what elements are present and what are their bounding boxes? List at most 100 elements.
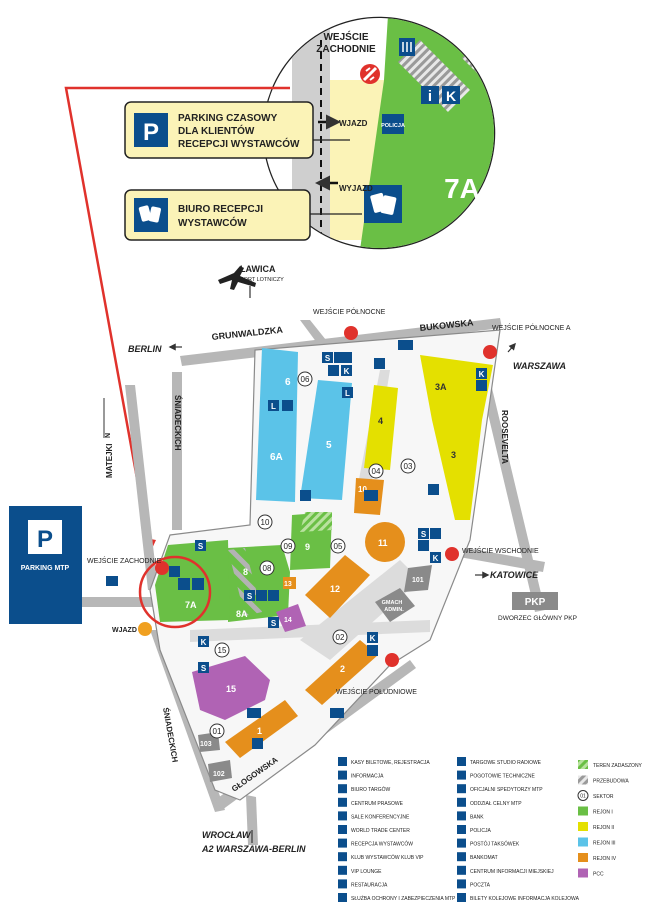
legend-icon [457, 770, 466, 780]
svg-text:13: 13 [284, 581, 292, 588]
legend-swatch-text: REJON II [593, 825, 614, 831]
sniadeckich-south-label: ŚNIADECKICH [161, 707, 180, 763]
legend-item-text: RESTAURACJA [351, 882, 388, 888]
sectors: 06 04 03 10 09 05 08 02 15 01 [209, 371, 416, 739]
hall-4: 4 [364, 385, 398, 470]
ticket-icon: K [341, 365, 352, 376]
legend-item-text: POSTÓJ TAKSÓWEK [470, 841, 520, 848]
ticket-icon-2: K [476, 368, 487, 379]
legend-swatch [578, 853, 588, 862]
legend-item-text: CENTRUM PRASOWE [351, 801, 404, 807]
hall-1: 1 [225, 700, 298, 758]
conference-icon-6: S [198, 662, 209, 673]
legend-item-text: POCZTA [470, 882, 491, 888]
parking-mtp-label: PARKING MTP [21, 565, 70, 572]
callout-parking-line2: DLA KLIENTÓW [178, 124, 255, 137]
callout-office-line2: WYSTAWCÓW [178, 216, 247, 229]
svg-text:K: K [446, 88, 456, 104]
svg-text:L: L [271, 402, 276, 411]
legend-item-text: KLUB WYSTAWCÓW KLUB VIP [351, 854, 424, 861]
legend-item-text: BILETY KOLEJOWE INFORMACJA KOLEJOWA [470, 896, 580, 902]
inset-entrance-title-2: ZACHODNIE [316, 44, 376, 55]
restaurant-icon-3 [430, 528, 441, 539]
legend-item-text: SALE KONFERENCYJNE [351, 814, 410, 820]
police-icon: POLICJA [381, 114, 405, 134]
svg-text:2: 2 [340, 664, 345, 674]
legend-item-text: RECEPCJA WYSTAWCÓW [351, 841, 413, 848]
svg-text:103: 103 [200, 741, 212, 748]
svg-text:POLICJA: POLICJA [381, 123, 405, 129]
inset-wjazd-label: WJAZD [339, 119, 368, 128]
svg-text:7A: 7A [185, 600, 197, 610]
svg-text:1: 1 [257, 726, 262, 736]
hall-13: 13 [283, 577, 296, 589]
legend-icon [457, 865, 466, 875]
wtc-icon [334, 352, 352, 363]
warszawa-label: WARSZAWA [513, 361, 566, 371]
legend-icon [338, 797, 347, 807]
info-icon: i [421, 86, 439, 105]
exhibitor-reception-icon [364, 185, 402, 223]
svg-text:5: 5 [326, 440, 332, 451]
legend-item-text: CENTRUM INFORMACJI MIEJSKIEJ [470, 869, 554, 875]
legend: KASY BILETOWE, REJESTRACJAINFORMACJABIUR… [338, 757, 643, 902]
legend-item-text: SŁUŻBA OCHRONY I ZABEZPIECZENIA MTP [351, 895, 456, 902]
conference-icon: S [322, 352, 333, 363]
east-entrance-label: WEJŚCIE WSCHODNIE [462, 546, 539, 555]
legend-icon [457, 757, 466, 766]
post-icon [268, 590, 279, 601]
hall-6: 6 6A [256, 348, 298, 502]
svg-text:S: S [201, 664, 207, 673]
conference-icon-4: S [244, 590, 255, 601]
lawica-label: ŁAWICA [240, 264, 276, 274]
legend-swatch-text: REJON I [593, 810, 613, 816]
pkp-station-label: DWORZEC GŁÓWNY PKP [498, 613, 577, 622]
legend-icon [457, 879, 466, 889]
svg-text:S: S [198, 542, 204, 551]
svg-text:S: S [247, 592, 253, 601]
svg-text:02: 02 [336, 633, 345, 642]
legend-item-text: ODDZIAŁ CELNY MTP [470, 801, 522, 807]
callout-parking-line1: PARKING CZASOWY [178, 113, 278, 124]
katowice-label: KATOWICE [490, 570, 539, 580]
port-label: PORT LOTNICZY [240, 277, 284, 283]
press-icon [364, 490, 378, 501]
ticket-office-icon: K [442, 86, 460, 104]
building-101: 101 [404, 565, 432, 592]
svg-text:L: L [345, 389, 350, 398]
svg-text:8: 8 [243, 567, 248, 577]
legend-swatch-text: PCC [593, 872, 604, 878]
svg-text:9: 9 [305, 542, 310, 552]
berlin-label: BERLIN [128, 344, 162, 354]
svg-text:PKP: PKP [525, 597, 546, 608]
info-icon [328, 365, 339, 376]
legend-item-text: OFICJALNI SPEDYTORZY MTP [470, 787, 543, 793]
grunwaldzka-label: GRUNWALDZKA [211, 325, 284, 342]
hall-2: 2 [305, 640, 378, 705]
ticket-icon-4: K [367, 632, 378, 643]
restaurant-icon-5 [256, 590, 267, 601]
svg-text:K: K [370, 634, 376, 643]
legend-item-text: WORLD TRADE CENTER [351, 828, 410, 834]
svg-text:S: S [325, 354, 331, 363]
legend-item-text: BANKOMAT [470, 855, 498, 861]
callout-office-line1: BIURO RECEPCJI [178, 204, 263, 215]
info-icon-4 [367, 645, 378, 656]
svg-text:03: 03 [404, 462, 413, 471]
info-icon-2 [476, 380, 487, 391]
svg-text:101: 101 [412, 577, 424, 584]
roosevelta-label: ROOSEVELTA [500, 410, 509, 464]
customs-icon [300, 490, 311, 501]
no-entry-icon-east [445, 547, 459, 561]
legend-icon [338, 784, 347, 794]
svg-text:K: K [344, 367, 350, 376]
conference-icon-5: S [268, 617, 279, 628]
hall-11: 11 [365, 522, 405, 562]
map-icons: S K L L K S K S S S K K S [106, 326, 497, 749]
vip-lounge-icon-2: L [268, 400, 279, 411]
legend-swatch [578, 760, 588, 769]
svg-text:ADMIN.: ADMIN. [384, 607, 404, 613]
taxi-icon-2 [247, 708, 261, 718]
pkp-station: PKP [512, 592, 558, 610]
legend-item-text: TARGOWE STUDIO RADIOWE [470, 760, 542, 766]
